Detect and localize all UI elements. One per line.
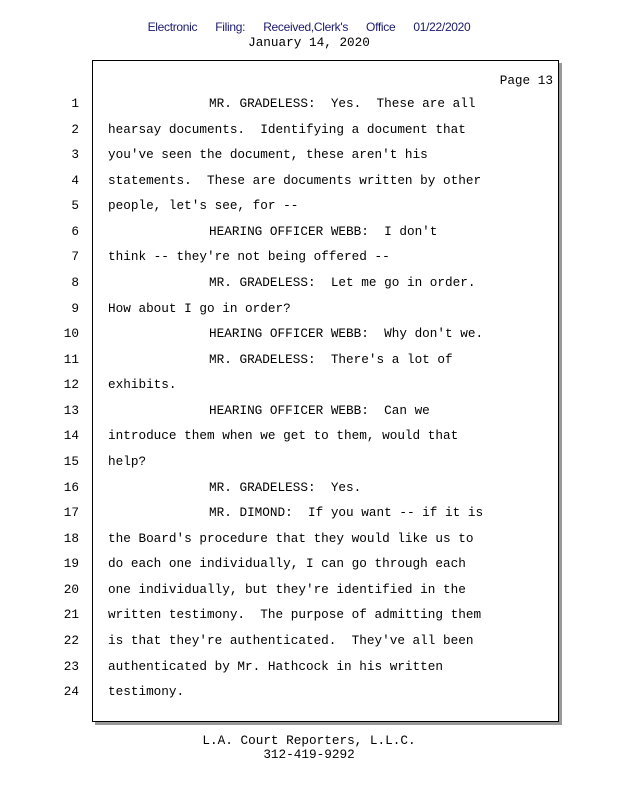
line-text: think -- they're not being offered -- [108, 249, 390, 265]
line-number: 15 [63, 453, 79, 469]
line-number: 20 [63, 581, 79, 597]
line-text: statements. These are documents written … [108, 172, 482, 188]
line-number: 4 [71, 172, 79, 188]
stamp-date: 01/22/2020 [413, 20, 471, 34]
footer-company: L.A. Court Reporters, L.L.C. [202, 733, 416, 748]
line-text: the Board's procedure that they would li… [108, 530, 474, 546]
line-number: 12 [63, 377, 79, 393]
line-text: you've seen the document, these aren't h… [108, 147, 428, 163]
line-number: 24 [63, 684, 79, 700]
line-text: testimony. [108, 684, 185, 700]
line-text: introduce them when we get to them, woul… [108, 428, 459, 444]
transcript-page: Page 13 1 MR. GRADELESS: Yes. These are a… [64, 60, 559, 722]
page-number: Page 13 [499, 73, 553, 88]
line-number: 10 [63, 326, 79, 342]
footer-phone: 312-419-9292 [263, 747, 355, 762]
stamp-word: Filing: [215, 20, 246, 34]
stamp-word: Office [366, 20, 396, 34]
line-text: written testimony. The purpose of admitt… [108, 607, 482, 623]
line-text: MR. GRADELESS: Let me go in order. [209, 274, 476, 290]
line-number: 16 [63, 479, 79, 495]
stamp-word: Received,Clerk's [263, 20, 349, 34]
line-number: 1 [71, 96, 79, 111]
line-number: 9 [71, 300, 79, 316]
line-text: is that they're authenticated. They've a… [108, 632, 474, 648]
line-text: HEARING OFFICER WEBB: I don't [209, 223, 438, 239]
line-text: authenticated by Mr. Hathcock in his wri… [108, 658, 444, 674]
stamp-word: Electronic [147, 20, 198, 34]
electronic-filing-stamp: Electronic Filing: Received,Clerk's Office 0… [0, 20, 618, 34]
line-text: MR. GRADELESS: Yes. These are all [209, 96, 476, 111]
line-number: 2 [71, 121, 79, 137]
line-number: 23 [63, 658, 79, 674]
line-number: 14 [63, 428, 79, 444]
line-number: 11 [63, 351, 79, 367]
line-number: 17 [63, 505, 79, 521]
line-number: 8 [71, 274, 79, 290]
line-text: do each one individually, I can go throu… [108, 556, 466, 572]
line-number: 7 [71, 249, 79, 265]
line-number: 3 [71, 147, 79, 163]
line-text: hearsay documents. Identifying a documen… [108, 121, 466, 137]
line-number: 18 [63, 530, 79, 546]
line-text: HEARING OFFICER WEBB: Why don't we. [209, 326, 484, 342]
line-text: people, let's see, for -- [108, 198, 299, 214]
line-text: MR. GRADELESS: There's a lot of [209, 351, 453, 367]
line-text: How about I go in order? [108, 300, 291, 316]
line-number: 13 [63, 402, 79, 418]
transcript-date: January 14, 2020 [248, 35, 370, 50]
line-number: 22 [63, 632, 79, 648]
line-number: 5 [71, 198, 79, 214]
line-text: exhibits. [108, 377, 177, 393]
line-number: 19 [63, 556, 79, 572]
line-text: one individually, but they're identified… [108, 581, 466, 597]
line-text: HEARING OFFICER WEBB: Can we [209, 402, 430, 418]
line-text: help? [108, 453, 147, 469]
line-text: MR. GRADELESS: Yes. [209, 479, 362, 495]
line-number: 21 [63, 607, 79, 623]
line-text: MR. DIMOND: If you want -- if it is [209, 505, 484, 521]
line-number: 6 [71, 223, 79, 239]
